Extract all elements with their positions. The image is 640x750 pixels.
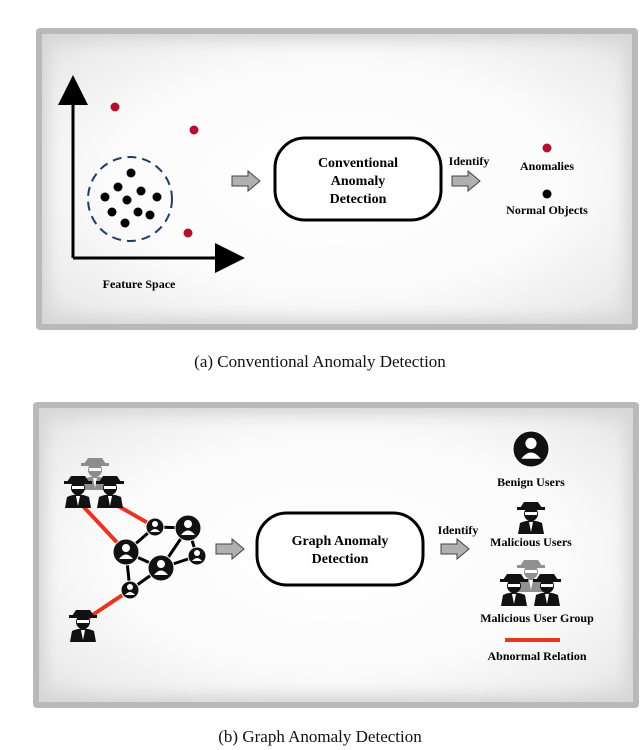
identify-label-bottom: Identify [438, 523, 479, 537]
anomaly-legend-dot [542, 143, 552, 153]
conventional-detector-box [273, 136, 443, 222]
user-node [145, 517, 165, 537]
malicious-users-label: Malicious Users [490, 535, 572, 549]
user-node [174, 514, 202, 542]
user-node [147, 554, 175, 582]
normal-points [100, 168, 162, 228]
user-node [112, 538, 140, 566]
detector-line-3: Detection [330, 192, 387, 207]
malicious-user-icon [64, 476, 92, 508]
anomaly-points [110, 102, 199, 238]
anomalies-legend-label: Anomalies [520, 159, 574, 173]
output-arrow-top [451, 169, 481, 193]
malicious-user-group-label: Malicious User Group [480, 611, 594, 625]
normal-objects-legend-label: Normal Objects [506, 203, 588, 217]
malicious-user-icon [69, 610, 97, 642]
caption-a: (a) Conventional Anomaly Detection [194, 352, 446, 371]
feature-space-plot: Feature Space [58, 75, 245, 291]
normal-cluster-ring [87, 156, 173, 242]
malicious-user-icon [96, 476, 124, 508]
benign-users-label: Benign Users [497, 475, 565, 489]
input-arrow-top [231, 169, 261, 193]
abnormal-relation-label: Abnormal Relation [488, 649, 587, 663]
input-arrow-bottom [215, 537, 245, 561]
output-arrow-bottom [440, 537, 470, 561]
detector-line-2: Anomaly [331, 174, 385, 189]
user-graph [64, 458, 207, 642]
benign-user-icon [512, 430, 550, 468]
graph-detector-box [255, 511, 425, 587]
user-node [120, 580, 140, 600]
graph-detector-line-1: Graph Anomaly [292, 534, 389, 549]
caption-b: (b) Graph Anomaly Detection [218, 727, 422, 746]
identify-label-top: Identify [449, 154, 490, 168]
malicious-user-legend-icon [517, 502, 545, 534]
feature-space-label: Feature Space [103, 277, 176, 291]
graph-detector-line-2: Detection [312, 552, 369, 567]
detector-line-1: Conventional [318, 156, 398, 171]
user-node [187, 546, 207, 566]
normal-legend-dot [542, 189, 552, 199]
